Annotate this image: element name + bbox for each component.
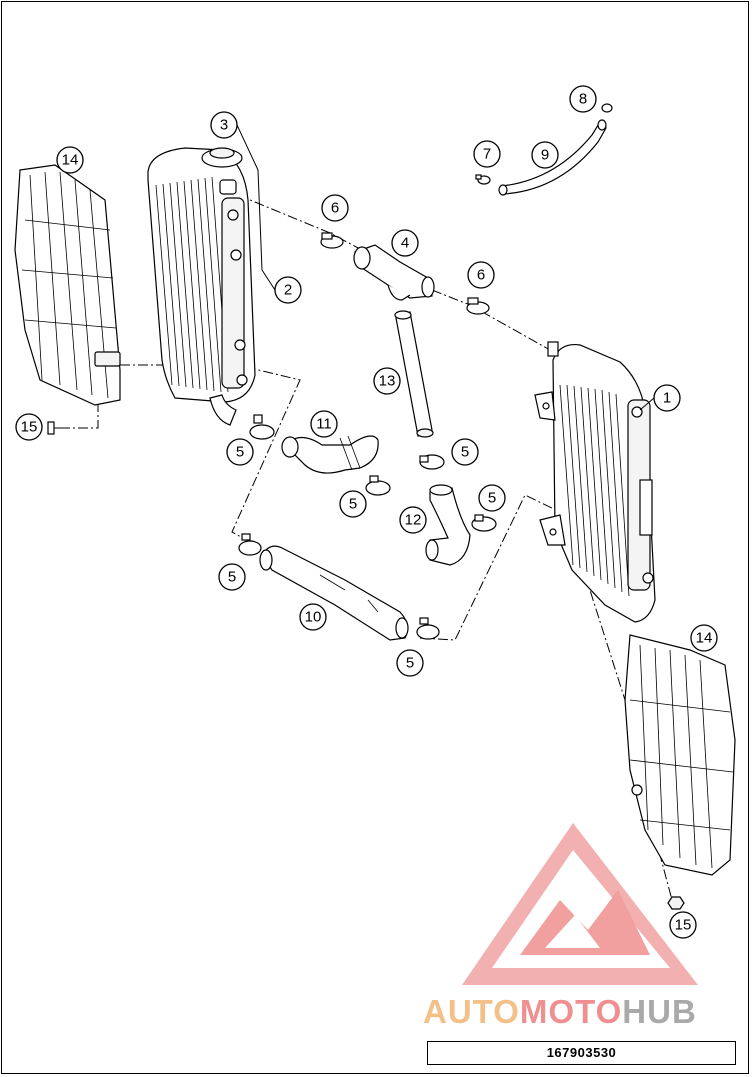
hose-clamp-5-e: [238, 533, 262, 556]
callout-12: 12: [399, 506, 427, 534]
left-radiator: [147, 147, 256, 426]
right-radiator-guard: [624, 634, 736, 876]
nut-right: [667, 896, 685, 910]
hose-clamp-5-c: [365, 475, 391, 496]
callout-label: 15: [675, 917, 692, 934]
left-radiator-guard: [14, 164, 121, 406]
hose-clamp-6-lower: [466, 297, 490, 315]
leader-lines: [236, 124, 655, 411]
callout-6b: 6: [467, 261, 495, 289]
callout-label: 12: [405, 512, 422, 529]
hose-clamp-6-upper: [320, 232, 344, 249]
callout-label: 4: [401, 235, 409, 252]
hose-clamp-5-f: [416, 617, 440, 640]
hose-12: [425, 484, 471, 566]
callout-label: 8: [579, 91, 587, 108]
callout-1: 1: [653, 384, 681, 412]
callout-5e: 5: [218, 563, 246, 591]
callout-label: 5: [349, 496, 357, 513]
callout-15b: 15: [669, 911, 697, 939]
callout-13: 13: [373, 367, 401, 395]
callout-label: 15: [21, 419, 38, 436]
callout-5c: 5: [339, 490, 367, 518]
callout-label: 14: [696, 630, 713, 647]
callout-label: 11: [316, 416, 332, 433]
callout-9: 9: [531, 141, 559, 169]
watermark-word-auto: AUTO: [423, 993, 520, 1030]
callout-7: 7: [473, 140, 501, 168]
screw-left: [47, 421, 68, 435]
callout-label: 10: [305, 609, 322, 626]
small-clamp-7: [475, 174, 491, 185]
callout-5a: 5: [226, 438, 254, 466]
watermark-wordmark: AUTOMOTOHUB: [423, 992, 697, 1032]
callout-3: 3: [210, 111, 238, 139]
callout-label: 7: [483, 146, 491, 163]
callout-5f: 5: [396, 649, 424, 677]
drawing-number: 167903530: [427, 1041, 736, 1065]
watermark-logo: [462, 823, 698, 985]
radiator-cap: [201, 147, 243, 195]
breather-hose: [498, 119, 607, 196]
callout-label: 3: [220, 117, 228, 134]
callout-10: 10: [299, 603, 327, 631]
callout-15a: 15: [15, 413, 43, 441]
hose-clamp-5-d: [471, 514, 497, 532]
callout-label: 5: [236, 444, 244, 461]
hose-clamp-5-a: [249, 414, 275, 440]
callout-14a: 14: [56, 146, 84, 174]
callout-2: 2: [274, 276, 302, 304]
callout-label: 5: [488, 490, 496, 507]
callout-label: 9: [541, 147, 549, 164]
right-radiator: [534, 341, 656, 623]
callout-5b: 5: [451, 438, 479, 466]
callout-label: 2: [284, 282, 292, 299]
hose-11: [281, 435, 379, 474]
small-clamp-8: [601, 103, 613, 113]
callout-5d: 5: [478, 484, 506, 512]
hose-clamp-5-b: [419, 454, 445, 470]
callout-label: 13: [379, 373, 396, 390]
callout-label: 5: [461, 444, 469, 461]
callout-6a: 6: [321, 194, 349, 222]
callout-label: 6: [477, 267, 485, 284]
callout-14b: 14: [690, 624, 718, 652]
t-connector: [353, 244, 435, 301]
callout-label: 1: [663, 390, 671, 407]
watermark-word-moto: MOTO: [519, 993, 623, 1030]
callout-label: 14: [62, 152, 79, 169]
callout-4: 4: [391, 229, 419, 257]
callout-8: 8: [569, 85, 597, 113]
hose-10: [259, 545, 409, 641]
pipe-13: [394, 310, 434, 438]
callout-label: 6: [331, 200, 339, 217]
callout-11: 11: [310, 410, 338, 438]
watermark-word-hub: HUB: [622, 993, 697, 1030]
callout-label: 5: [228, 569, 236, 586]
callout-label: 5: [406, 655, 414, 672]
